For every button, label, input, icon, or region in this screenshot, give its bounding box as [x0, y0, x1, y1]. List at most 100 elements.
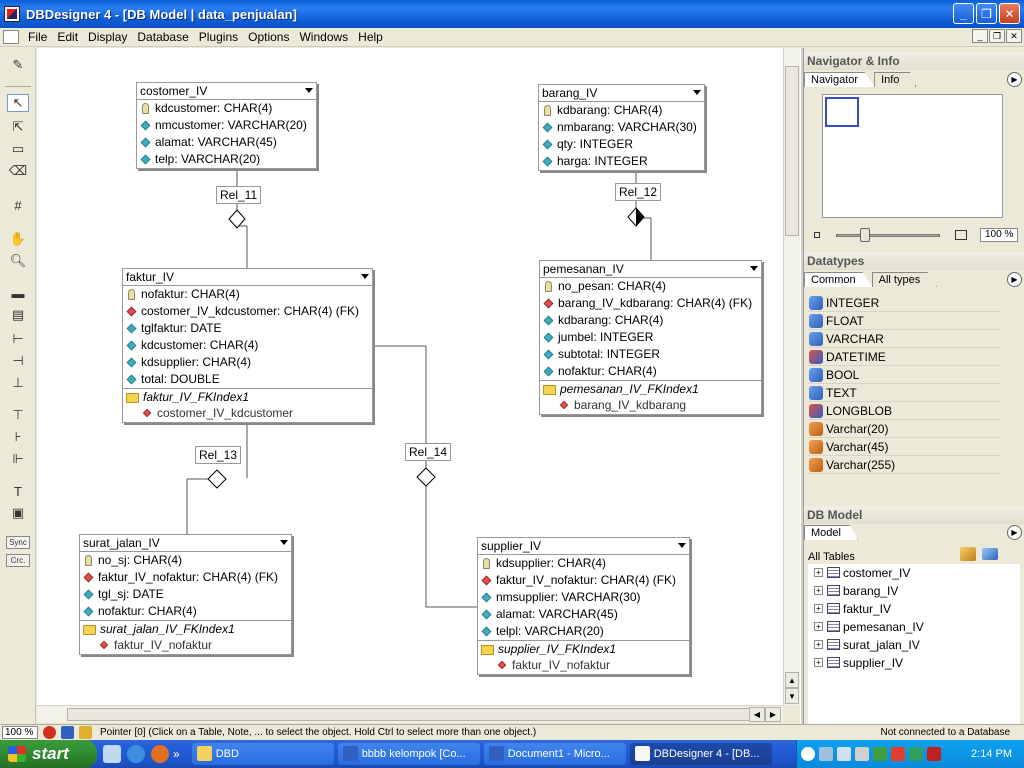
- tree-item-supplier[interactable]: +supplier_IV: [808, 654, 1020, 672]
- relation-label-rel13[interactable]: Rel_13: [195, 446, 242, 464]
- tab-common[interactable]: Common: [804, 272, 873, 287]
- rubber-band-tool-icon[interactable]: ▭: [11, 141, 25, 156]
- datatype-float[interactable]: FLOAT: [808, 312, 1001, 330]
- table-costomer[interactable]: costomer_IV kdcustomer: CHAR(4) nmcustom…: [136, 82, 317, 169]
- rel14-diamond[interactable]: [416, 467, 436, 487]
- relation-11-sub-icon[interactable]: ⊦: [14, 429, 22, 444]
- move-tool-icon[interactable]: ⇱: [12, 119, 24, 134]
- vertical-scroll-thumb[interactable]: [785, 66, 799, 236]
- chevron-right-icon[interactable]: ▶: [1007, 272, 1022, 287]
- scroll-up-arrow-icon[interactable]: ▲: [785, 672, 799, 688]
- relation-label-rel14[interactable]: Rel_14: [405, 443, 452, 461]
- minimize-button[interactable]: _: [953, 3, 974, 24]
- model-canvas[interactable]: costomer_IV kdcustomer: CHAR(4) nmcustom…: [37, 48, 783, 705]
- mdi-minimize-button[interactable]: _: [972, 29, 988, 43]
- tray-arrow-icon[interactable]: [801, 747, 815, 761]
- tree-item-pemesanan[interactable]: +pemesanan_IV: [808, 618, 1020, 636]
- volume-icon[interactable]: [855, 747, 869, 761]
- horizontal-scrollbar[interactable]: ◀ ▶: [37, 705, 783, 722]
- pointer-tool-icon[interactable]: ↖: [7, 94, 29, 112]
- new-table-icon[interactable]: [960, 547, 976, 561]
- eraser-icon[interactable]: [982, 548, 998, 560]
- scroll-right-arrow-icon[interactable]: ▶: [765, 707, 781, 722]
- vertical-scrollbar[interactable]: ▲ ▼: [783, 48, 800, 705]
- panel-splitter[interactable]: [800, 48, 804, 724]
- note-tool-icon[interactable]: T: [14, 483, 22, 499]
- chevron-right-icon[interactable]: ▶: [1007, 72, 1022, 87]
- expand-icon[interactable]: +: [814, 568, 823, 577]
- horizontal-scroll-thumb[interactable]: [67, 708, 757, 721]
- expand-icon[interactable]: +: [814, 622, 823, 631]
- expand-icon[interactable]: +: [814, 604, 823, 613]
- chevron-down-icon[interactable]: [678, 543, 686, 548]
- task-dbd[interactable]: DBD: [191, 743, 334, 765]
- table-pemesanan[interactable]: pemesanan_IV no_pesan: CHAR(4) barang_IV…: [539, 260, 762, 415]
- zoom-in-icon[interactable]: [955, 230, 967, 240]
- menu-options[interactable]: Options: [248, 30, 290, 44]
- sync-button[interactable]: Sync: [6, 536, 30, 549]
- table-barang[interactable]: barang_IV kdbarang: CHAR(4) nmbarang: VA…: [538, 84, 705, 171]
- security-icon[interactable]: [891, 747, 905, 761]
- datatype-datetime[interactable]: DATETIME: [808, 348, 1001, 366]
- tree-item-faktur[interactable]: +faktur_IV: [808, 600, 1020, 618]
- zoom-slider-track[interactable]: [836, 234, 940, 237]
- expand-icon[interactable]: +: [814, 640, 823, 649]
- table-surat-jalan[interactable]: surat_jalan_IV no_sj: CHAR(4) faktur_IV_…: [79, 534, 292, 655]
- relation-nn-icon[interactable]: ⊩: [12, 451, 24, 466]
- tree-item-barang[interactable]: +barang_IV: [808, 582, 1020, 600]
- mdi-restore-button[interactable]: ❐: [989, 29, 1005, 43]
- relation-1n-icon[interactable]: ⊢: [12, 331, 24, 346]
- app-icon[interactable]: [4, 6, 20, 22]
- tree-item-costomer[interactable]: +costomer_IV: [808, 564, 1020, 582]
- status-zoom-field[interactable]: 100 %: [2, 726, 38, 739]
- datatype-varchar20[interactable]: Varchar(20): [808, 420, 1001, 438]
- menu-plugins[interactable]: Plugins: [198, 30, 239, 44]
- relation-11-icon[interactable]: ⊥: [12, 375, 24, 390]
- zoom-tool-icon[interactable]: 🔍︎: [9, 253, 27, 268]
- quicklaunch-more-icon[interactable]: »: [173, 747, 180, 761]
- tab-model[interactable]: Model: [804, 525, 858, 540]
- rel13-diamond[interactable]: [207, 469, 227, 489]
- task-word-kelompok[interactable]: bbbb kelompok [Co...: [337, 743, 480, 765]
- monitor-icon[interactable]: [837, 747, 851, 761]
- document-icon[interactable]: [3, 30, 19, 44]
- firefox-icon[interactable]: [151, 745, 169, 763]
- grid-tool-icon[interactable]: #: [14, 197, 22, 213]
- scroll-left-arrow-icon[interactable]: ◀: [749, 707, 765, 722]
- chevron-down-icon[interactable]: [750, 266, 758, 271]
- task-dbdesigner[interactable]: DBDesigner 4 - [DB...: [629, 743, 772, 765]
- save-icon[interactable]: [61, 726, 74, 739]
- datatype-text[interactable]: TEXT: [808, 384, 1001, 402]
- viewport-indicator[interactable]: [825, 97, 859, 127]
- shield-icon[interactable]: [927, 747, 941, 761]
- start-button[interactable]: start: [0, 740, 97, 768]
- scroll-down-arrow-icon[interactable]: ▼: [785, 688, 799, 704]
- mdi-close-button[interactable]: ✕: [1006, 29, 1022, 43]
- title-bar[interactable]: DBDesigner 4 - [DB Model | data_penjuala…: [0, 0, 1024, 28]
- chevron-down-icon[interactable]: [361, 274, 369, 279]
- datatype-varchar[interactable]: VARCHAR: [808, 330, 1001, 348]
- chevron-down-icon[interactable]: [280, 540, 288, 545]
- design-mode-icon[interactable]: ✎: [12, 57, 24, 72]
- relation-label-rel11[interactable]: Rel_11: [216, 186, 262, 204]
- datatype-bool[interactable]: BOOL: [808, 366, 1001, 384]
- datatype-varchar45[interactable]: Varchar(45): [808, 438, 1001, 456]
- menu-database[interactable]: Database: [137, 30, 189, 44]
- chevron-down-icon[interactable]: [693, 90, 701, 95]
- relation-1n-sub-icon[interactable]: ⊣: [12, 353, 24, 368]
- chevron-down-icon[interactable]: [305, 88, 313, 93]
- show-desktop-icon[interactable]: [103, 745, 121, 763]
- zoom-field[interactable]: 100 %: [980, 228, 1018, 242]
- menu-display[interactable]: Display: [88, 30, 128, 44]
- datatype-integer[interactable]: INTEGER: [808, 294, 1001, 312]
- new-table-icon[interactable]: ▬: [11, 285, 25, 301]
- stop-icon[interactable]: [43, 726, 56, 739]
- chevron-right-icon[interactable]: ▶: [1007, 525, 1022, 540]
- image-tool-icon[interactable]: ▣: [11, 505, 25, 520]
- database-icon[interactable]: [79, 726, 92, 739]
- rel11-diamond[interactable]: [228, 209, 246, 229]
- tab-info[interactable]: Info: [874, 72, 917, 87]
- update-icon[interactable]: [909, 747, 923, 761]
- menu-file[interactable]: File: [28, 30, 48, 44]
- close-button[interactable]: ✕: [999, 3, 1020, 24]
